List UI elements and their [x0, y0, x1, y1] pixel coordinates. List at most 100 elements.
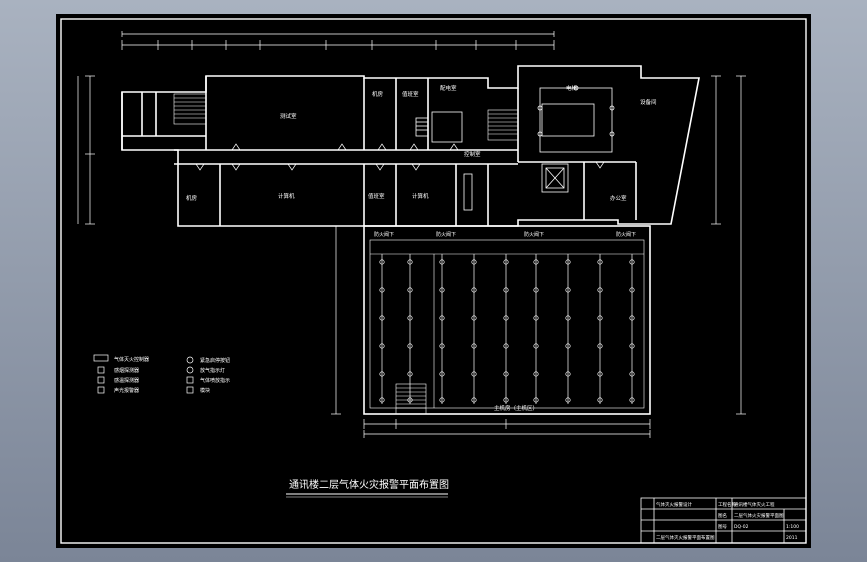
detector-4-3 — [503, 343, 509, 349]
top-dimension-chain — [121, 31, 555, 50]
detector-8-5 — [629, 397, 635, 403]
room-label-b: 值班室 — [402, 90, 419, 98]
tb-r3c2: 图号 — [718, 524, 727, 530]
room-label-c: 配电室 — [440, 84, 457, 92]
detector-5-4 — [533, 371, 539, 377]
detector-2-0 — [439, 259, 445, 265]
room-label-machine: 机房 — [186, 194, 198, 202]
detector-8-2 — [629, 315, 635, 321]
right-dimensions — [711, 75, 746, 415]
detector-7-2 — [597, 315, 603, 321]
detector-3-4 — [471, 371, 477, 377]
main-hall-walls — [363, 225, 651, 415]
detector-7-1 — [597, 287, 603, 293]
detector-1-4 — [407, 371, 413, 377]
south-dimensions — [331, 225, 651, 438]
detector-7-0 — [597, 259, 603, 265]
detector-0-0 — [379, 259, 385, 265]
legend-text-4: 声光报警器 — [114, 387, 139, 394]
detector-5-2 — [533, 315, 539, 321]
detector-8-4 — [629, 371, 635, 377]
north-stair — [173, 93, 207, 125]
detector-6-3 — [565, 343, 571, 349]
feed-label-4: 防火阀下 — [616, 231, 636, 238]
detector-2-5 — [439, 397, 445, 403]
detector-6-5 — [565, 397, 571, 403]
main-hall-label: 主机房（主机区） — [494, 404, 538, 412]
drawing-sheet: 测试室 计算机 机房 机房 值班室 配电室 值班室 计算机 电梯 办公室 设备间… — [56, 14, 811, 548]
tb-r2c3: 二层气体火灾报警平面图 — [734, 512, 784, 519]
detector-6-2 — [565, 315, 571, 321]
detector-8-0 — [629, 259, 635, 265]
legend-texts: 气体灭火控制器 感烟探测器 感温探测器 声光报警器 紧急启停按钮 放气指示灯 气… — [114, 356, 230, 394]
legend-text-6: 放气指示灯 — [200, 367, 225, 374]
main-hall-partitions — [369, 239, 645, 409]
door-swings — [195, 143, 605, 171]
detector-8-3 — [629, 343, 635, 349]
detector-8-1 — [629, 287, 635, 293]
detector-7-3 — [597, 343, 603, 349]
room-label-g: 办公室 — [610, 194, 627, 202]
detector-5-5 — [533, 397, 539, 403]
detector-0-2 — [379, 315, 385, 321]
legend-text-7: 气体喷放指示 — [200, 377, 230, 384]
room-label-a: 机房 — [372, 90, 384, 98]
detector-3-5 — [471, 397, 477, 403]
tb-date: 2011 — [786, 535, 798, 541]
detector-6-1 — [565, 287, 571, 293]
room-label-e: 计算机 — [412, 192, 429, 200]
feed-label-2: 防火阀下 — [436, 231, 456, 238]
room-label-h: 设备间 — [640, 98, 657, 106]
detector-2-2 — [439, 315, 445, 321]
legend-text-2: 感烟探测器 — [114, 367, 139, 374]
detector-0-3 — [379, 343, 385, 349]
tb-r4c1: 二层气体灭火报警平面布置图 — [656, 534, 715, 541]
detector-6-4 — [565, 371, 571, 377]
east-stair — [487, 109, 519, 141]
detector-4-2 — [503, 315, 509, 321]
feed-label-1: 防火阀下 — [374, 231, 394, 238]
title-block-texts: 气体灭火报警设计 工程名称 通讯楼气体灭火工程 图名 二层气体火灾报警平面图 图… — [656, 501, 799, 541]
detector-1-3 — [407, 343, 413, 349]
tb-r1c2: 工程名称 — [718, 501, 736, 508]
detector-3-2 — [471, 315, 477, 321]
detector-7-5 — [597, 397, 603, 403]
feed-labels: 防火阀下 防火阀下 防火阀下 防火阀下 — [374, 231, 636, 238]
ne-machine-room — [537, 85, 615, 153]
tb-r1c1: 气体灭火报警设计 — [656, 501, 692, 508]
tb-r1c3: 通讯楼气体灭火工程 — [734, 501, 775, 508]
legend-text-1: 气体灭火控制器 — [114, 356, 149, 363]
detector-5-1 — [533, 287, 539, 293]
detector-7-4 — [597, 371, 603, 377]
room-labels: 测试室 计算机 机房 机房 值班室 配电室 值班室 计算机 电梯 办公室 设备间… — [186, 84, 657, 412]
tb-scale: 1:100 — [786, 524, 799, 530]
tb-r3c3: DQ-02 — [734, 524, 749, 530]
drawing-title: 通讯楼二层气体火灾报警平面布置图 — [289, 478, 449, 491]
room-label-f: 电梯 — [566, 84, 578, 92]
room-label-d: 值班室 — [368, 192, 385, 200]
legend-text-3: 感温探测器 — [114, 377, 139, 384]
tb-r2c2: 图名 — [718, 512, 727, 519]
left-dimension — [77, 75, 95, 225]
detector-3-0 — [471, 259, 477, 265]
detector-1-1 — [407, 287, 413, 293]
detector-3-3 — [471, 343, 477, 349]
detector-1-2 — [407, 315, 413, 321]
detector-2-4 — [439, 371, 445, 377]
detector-4-5 — [503, 397, 509, 403]
floor-plan-svg: 测试室 计算机 机房 机房 值班室 配电室 值班室 计算机 电梯 办公室 设备间… — [60, 18, 807, 544]
room-label-i: 控制室 — [464, 150, 481, 158]
detector-2-1 — [439, 287, 445, 293]
detector-1-0 — [407, 259, 413, 265]
detector-4-0 — [503, 259, 509, 265]
legend-text-8: 模块 — [200, 387, 210, 394]
room-label-computer: 计算机 — [278, 192, 295, 200]
elevator-shaft — [541, 163, 569, 193]
detector-4-4 — [503, 371, 509, 377]
detector-0-5 — [379, 397, 385, 403]
north-building-walls — [121, 65, 700, 227]
detector-3-1 — [471, 287, 477, 293]
detector-6-0 — [565, 259, 571, 265]
detector-5-3 — [533, 343, 539, 349]
